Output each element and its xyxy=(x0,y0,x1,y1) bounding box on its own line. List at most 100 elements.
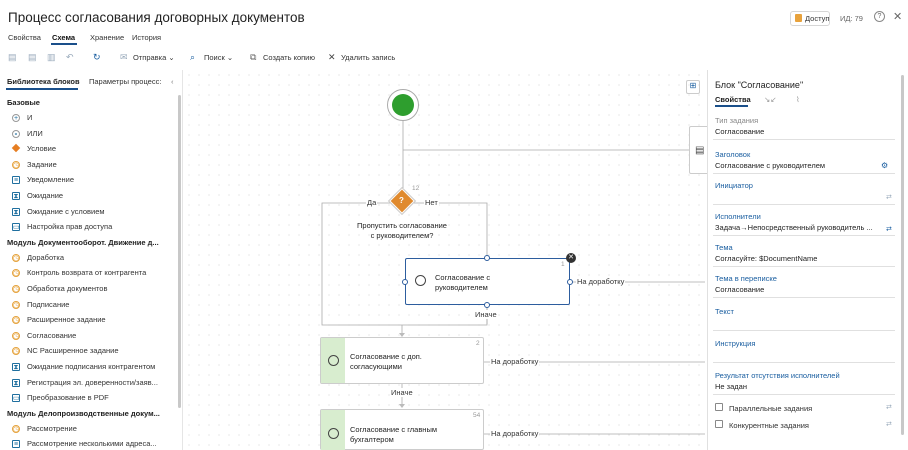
access-label: Доступ xyxy=(805,14,830,23)
node-label: Согласование с главным бухгалтером xyxy=(350,425,437,444)
delete-record-button[interactable]: Удалить запись xyxy=(341,53,396,62)
attachment-icon[interactable]: ⌇ xyxy=(796,95,800,104)
create-copy-icon[interactable]: ⧉ xyxy=(250,52,257,62)
title-edit-icon[interactable]: ⚙ xyxy=(881,161,889,170)
library-item[interactable]: Подписание xyxy=(27,299,70,309)
save-close-icon[interactable]: ▤ xyxy=(28,52,37,62)
search-menu[interactable]: Поиск ⌄ xyxy=(204,53,234,62)
library-item[interactable]: И xyxy=(27,113,33,122)
library-group-title[interactable]: Модуль Документооборот. Движение д... xyxy=(7,237,159,247)
parallel-edit-icon[interactable]: ⇄ xyxy=(886,404,892,411)
send-menu[interactable]: Отправка ⌄ xyxy=(133,53,175,62)
library-item[interactable]: Рассмотрение xyxy=(27,423,77,433)
search-icon[interactable]: ⌕ xyxy=(190,52,196,62)
save-icon[interactable]: ▤ xyxy=(8,52,17,62)
document-icon: ▤ xyxy=(695,145,705,156)
clock-icon: ◷ xyxy=(12,300,20,309)
delete-node-icon[interactable]: ✕ xyxy=(566,253,576,263)
tab-storage[interactable]: Хранение xyxy=(90,33,125,42)
connector-handle-bottom[interactable] xyxy=(484,302,490,308)
field-divider xyxy=(713,235,895,236)
library-item[interactable]: Настройка прав доступа xyxy=(27,222,113,232)
clock-icon: ◷ xyxy=(12,331,20,340)
library-item[interactable]: ИЛИ xyxy=(27,128,43,138)
clock-icon: ◷ xyxy=(12,347,20,356)
library-item[interactable]: Условие xyxy=(27,144,56,154)
access-button[interactable]: Доступ xyxy=(790,11,830,26)
start-node[interactable] xyxy=(387,89,419,121)
library-item[interactable]: Рассмотрение несколькими адреса... xyxy=(27,439,157,449)
initiator-edit-icon[interactable]: ⇄ xyxy=(886,194,892,201)
clock-icon: ◷ xyxy=(12,160,20,169)
library-group-title[interactable]: Базовые xyxy=(7,98,40,107)
refresh-icon[interactable]: ↻ xyxy=(93,52,101,62)
send-icon[interactable]: ✉ xyxy=(120,52,128,62)
field-value[interactable]: Согласование xyxy=(715,127,765,136)
wait-icon: ⧗ xyxy=(12,192,20,200)
right-scrollbar[interactable] xyxy=(901,75,904,435)
library-item[interactable]: Обработка документов xyxy=(27,284,108,293)
rework-label-3: На доработку xyxy=(490,429,540,438)
field-divider xyxy=(713,204,895,205)
approval-additional-node[interactable]: Согласование с доп. согласующими 2 xyxy=(320,337,484,384)
field-value[interactable]: Согласование с руководителем xyxy=(715,161,826,170)
delete-icon[interactable]: ✕ xyxy=(328,52,336,62)
close-icon[interactable]: ✕ xyxy=(893,11,903,23)
parallel-tasks-checkbox[interactable] xyxy=(715,403,723,411)
tab-block-properties[interactable]: Свойства xyxy=(715,95,751,104)
help-icon[interactable]: ? xyxy=(874,11,885,22)
connector-handle-top[interactable] xyxy=(484,255,490,261)
library-item[interactable]: Контроль возврата от контрагента xyxy=(27,268,147,278)
library-item[interactable]: Ожидание подписания контрагентом xyxy=(27,362,156,371)
field-divider xyxy=(713,394,895,395)
left-scrollbar[interactable] xyxy=(178,95,181,408)
clock-icon xyxy=(328,428,339,439)
library-item[interactable]: NC Расширенное задание xyxy=(27,346,119,356)
performers-edit-icon[interactable]: ⇄ xyxy=(886,226,892,233)
tab-schema[interactable]: Схема xyxy=(52,33,76,42)
undo-icon[interactable]: ↶ xyxy=(66,52,74,62)
competitive-edit-icon[interactable]: ⇄ xyxy=(886,421,892,428)
canvas-settings-icon[interactable]: ⊞ xyxy=(686,80,700,94)
copy-icon[interactable]: ▥ xyxy=(47,52,56,62)
field-label: Инструкция xyxy=(715,339,756,348)
clock-icon xyxy=(415,275,426,286)
field-value[interactable]: Согласование xyxy=(715,285,765,294)
library-item[interactable]: Задание xyxy=(27,159,57,169)
connector-handle-left[interactable] xyxy=(402,279,408,285)
favorite-star-icon[interactable]: ☆ xyxy=(258,13,268,25)
library-item[interactable]: Уведомление xyxy=(27,175,75,185)
tab-history[interactable]: История xyxy=(132,33,162,42)
competitive-tasks-checkbox[interactable] xyxy=(715,420,723,428)
notification-node[interactable]: ▤ xyxy=(689,126,709,174)
field-value[interactable]: Не задан xyxy=(715,382,747,391)
wait-icon: ⧗ xyxy=(12,378,20,387)
field-divider xyxy=(713,139,895,140)
field-value[interactable]: Согласуйте: $DocumentName xyxy=(715,254,818,263)
else-label-2: Иначе xyxy=(390,388,414,397)
collapse-panel-icon[interactable]: ‹ xyxy=(171,77,174,86)
connector-handle-right[interactable] xyxy=(567,279,573,285)
library-item[interactable]: Доработка xyxy=(27,252,65,262)
field-label: Результат отсутствия исполнителей xyxy=(715,371,840,380)
right-tab-indicator xyxy=(715,105,748,107)
field-value[interactable]: Задача→Непосредственный руководитель ... xyxy=(715,223,873,232)
tab-rights-icon[interactable]: ↘↙ xyxy=(764,95,777,104)
library-item[interactable]: Регистрация эл. доверенности/заяв... xyxy=(27,377,158,387)
clock-icon xyxy=(328,355,339,366)
library-item[interactable]: Расширенное задание xyxy=(27,315,106,325)
tab-process-params[interactable]: Параметры процесс: xyxy=(89,77,162,86)
approval-accountant-node[interactable]: Согласование с главным бухгалтером 54 xyxy=(320,409,484,450)
library-group-title[interactable]: Модуль Делопроизводственные докум... xyxy=(7,408,160,418)
library-item[interactable]: Согласование xyxy=(27,330,77,340)
create-copy-button[interactable]: Создать копию xyxy=(263,53,315,62)
clock-icon: ◷ xyxy=(12,269,20,278)
approval-manager-node[interactable]: Согласование с руководителем 1 xyxy=(405,258,570,305)
tab-block-library[interactable]: Библиотека блоков xyxy=(7,77,80,86)
library-item[interactable]: Ожидание xyxy=(27,191,64,200)
library-item[interactable]: Преобразование в PDF xyxy=(27,393,109,403)
clock-icon: ◷ xyxy=(12,424,20,433)
library-item[interactable]: Ожидание с условием xyxy=(27,206,105,216)
tab-properties[interactable]: Свойства xyxy=(8,33,41,42)
yes-branch-label: Да xyxy=(366,198,378,207)
